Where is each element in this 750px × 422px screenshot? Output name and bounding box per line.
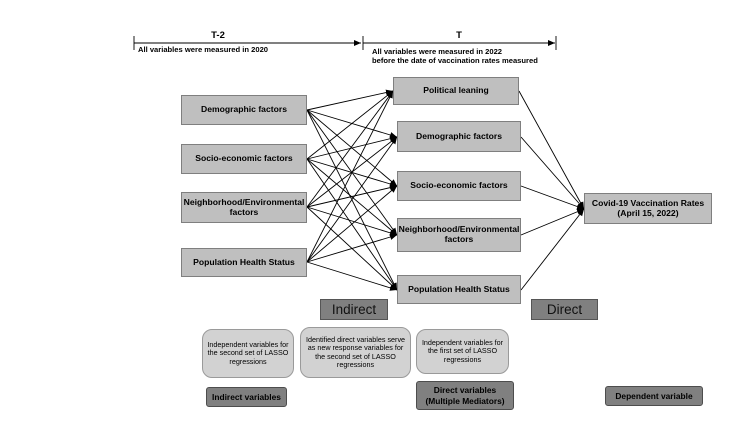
legend-dependent-variable: Dependent variable [605,386,703,406]
indirect-arrow-2-3 [306,206,398,236]
period-note-t: All variables were measured in 2022 befo… [372,47,538,65]
indirect-arrow-1-3 [306,158,398,236]
direct-arrow-4 [520,208,585,291]
indirect-arrow-1-0 [306,90,394,160]
indirect-arrow-2-0 [306,90,394,208]
direct-path-arrows [518,90,585,291]
indirect-arrow-3-3 [306,234,398,263]
indirect-arrow-3-1 [306,136,398,263]
timeline-arrows [133,36,557,50]
indirect-variable-socioeconomic: Socio-economic factors [181,144,307,174]
role-note-mediator: Identified direct variables serve as new… [300,327,411,378]
direct-variable-demographic: Demographic factors [397,121,521,152]
direct-arrow-1 [520,136,585,210]
outcome-vaccination-rates: Covid-19 Vaccination Rates (April 15, 20… [584,193,712,224]
indirect-variable-health-status: Population Health Status [181,248,307,277]
period-label-t-minus-2: T-2 [211,30,225,41]
role-note-indirect: Independent variables for the second set… [202,329,294,378]
outcome-line2: (April 15, 2022) [617,207,679,218]
legend-indirect-variables: Indirect variables [206,387,287,407]
direct-variable-socioeconomic: Socio-economic factors [397,171,521,201]
indirect-arrow-2-2 [306,184,398,208]
path-label-indirect: Indirect [320,299,388,320]
indirect-variable-demographic: Demographic factors [181,95,307,125]
period-label-t: T [456,30,462,41]
outcome-line1: Covid-19 Vaccination Rates [591,197,705,208]
direct-variable-neighborhood: Neighborhood/Environmental factors [397,218,521,252]
indirect-arrow-3-4 [306,261,398,291]
indirect-arrow-3-0 [306,90,394,263]
path-label-direct: Direct [531,299,598,320]
indirect-path-arrows [306,89,398,291]
direct-arrow-3 [520,208,585,236]
period-note-t-line1: All variables were measured in 2022 [372,47,503,56]
direct-arrow-2 [520,185,585,210]
indirect-arrow-1-1 [306,135,398,160]
indirect-arrow-0-0 [306,89,394,111]
role-note-direct: Independent variables for the first set … [416,329,509,374]
direct-variable-political-leaning: Political leaning [393,77,519,105]
direct-variable-health-status: Population Health Status [397,275,521,304]
legend-direct-line1: Direct variables [433,385,497,396]
indirect-variable-neighborhood: Neighborhood/Environmental factors [181,192,307,223]
legend-direct-line2: (Multiple Mediators) [425,395,505,406]
indirect-arrow-3-2 [306,185,398,263]
period-note-t-line2: before the date of vaccination rates mea… [372,56,538,66]
legend-direct-variables: Direct variables (Multiple Mediators) [416,381,514,410]
period-note-t-minus-2: All variables were measured in 2020 [138,45,269,54]
direct-arrow-0 [518,90,585,210]
